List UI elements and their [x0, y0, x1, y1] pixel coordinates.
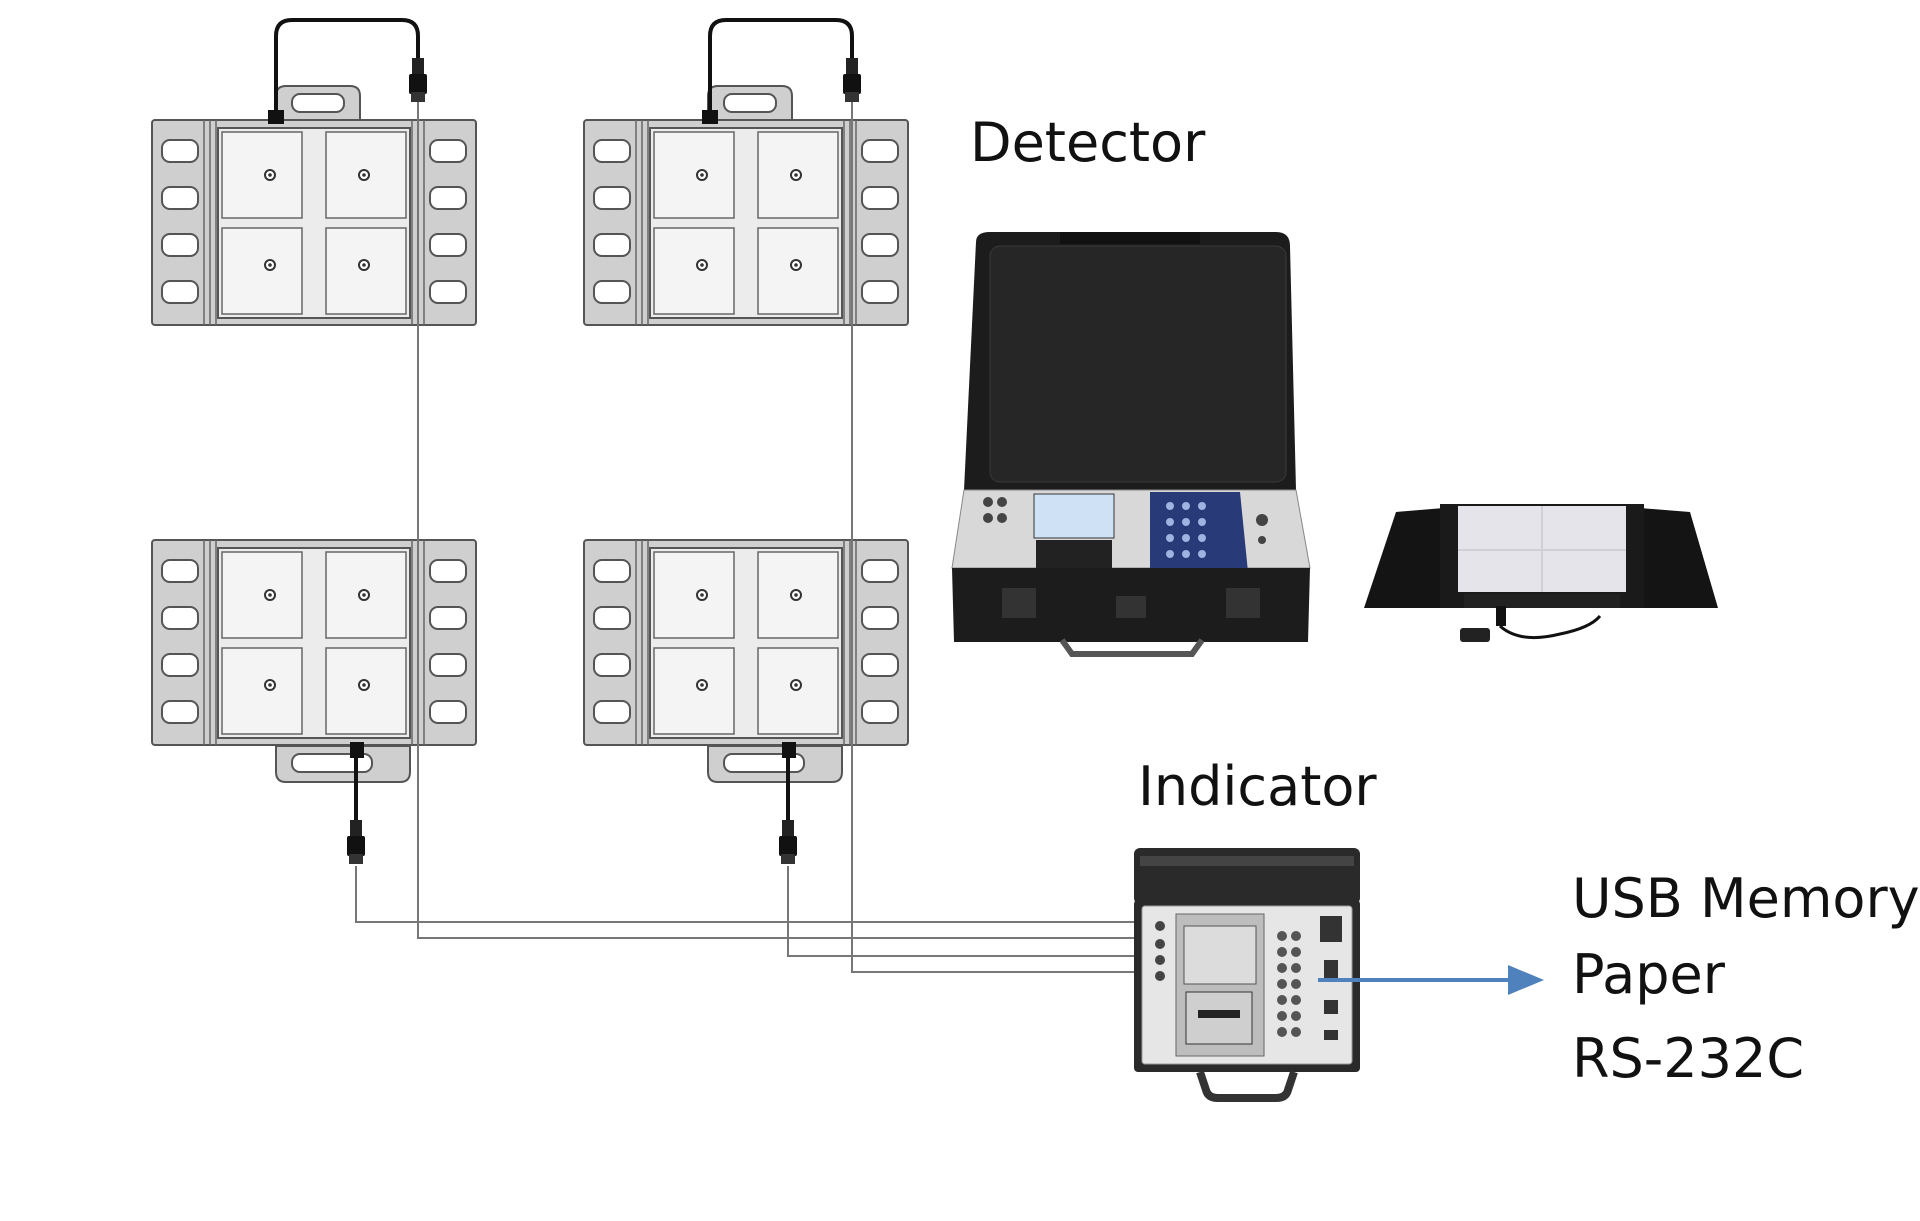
output-usb-memory-label: USB Memory: [1572, 867, 1920, 930]
detector-pad-photo: [1364, 504, 1718, 642]
detector-case-photo: [951, 232, 1311, 657]
output-paper-label: Paper: [1572, 943, 1725, 1006]
indicator-case: [1134, 848, 1360, 1102]
weigh-pad-3: [151, 539, 477, 864]
weigh-pad-4: [583, 539, 909, 864]
weigh-pad-1: [151, 18, 477, 326]
indicator-label: Indicator: [1138, 755, 1377, 818]
cables: [355, 102, 1150, 973]
output-rs232c-label: RS-232C: [1572, 1027, 1805, 1090]
output-arrow: [1318, 965, 1544, 995]
detector-label: Detector: [970, 111, 1206, 174]
weigh-pad-2: [583, 18, 909, 326]
